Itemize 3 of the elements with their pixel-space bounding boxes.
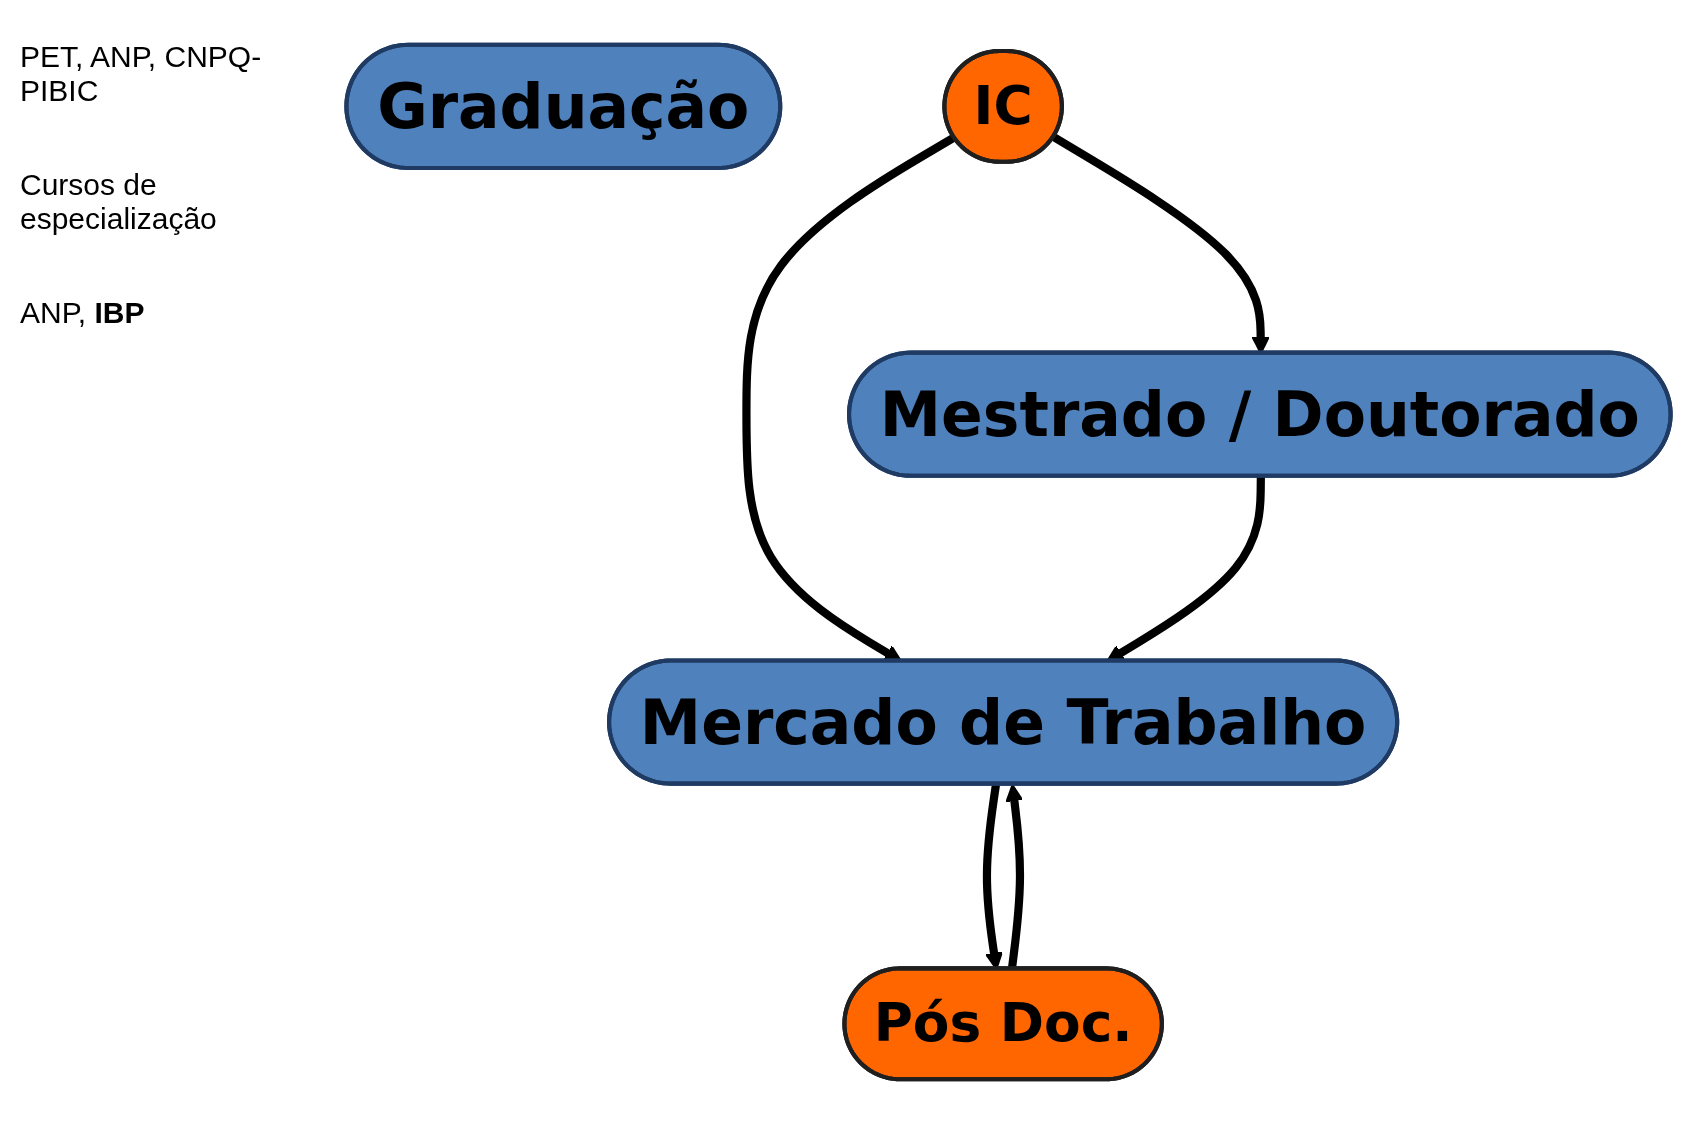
note-text: Cursos de especialização xyxy=(20,168,218,236)
note-text: PET, ANP, CNPQ-PIBIC xyxy=(20,40,263,108)
note-text: ANP, IBP xyxy=(20,296,146,330)
